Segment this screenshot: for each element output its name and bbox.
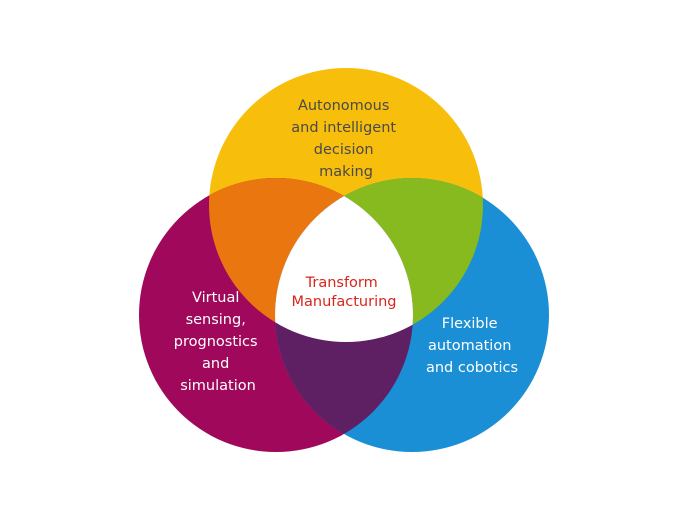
left-circle-label: Virtual sensing, prognostics and simulat… (174, 290, 262, 394)
center-label: Transform Manufacturing (292, 275, 397, 310)
right-circle-label: Flexible automation and cobotics (426, 316, 518, 376)
top-circle-label: Autonomous and intelligent decision maki… (291, 98, 400, 180)
overlap-center (275, 178, 413, 342)
